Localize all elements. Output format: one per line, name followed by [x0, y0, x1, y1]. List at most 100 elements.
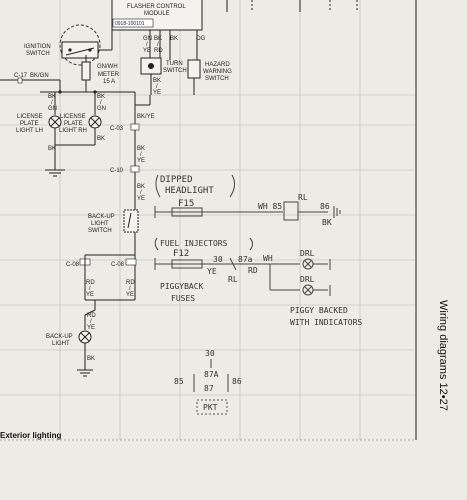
svg-text:TURN: TURN: [166, 61, 183, 67]
svg-text:LIGHT RH: LIGHT RH: [59, 128, 87, 134]
svg-text:HAZARD: HAZARD: [205, 62, 230, 68]
turn-switch: TURN SWITCH BK / YE: [140, 57, 187, 96]
svg-text:87a: 87a: [238, 255, 253, 264]
c17-connector: C-17 BK/GN: [0, 73, 135, 94]
backup-light: BACK-UP LIGHT BK: [46, 330, 95, 377]
svg-text:YE: YE: [207, 267, 217, 276]
svg-text:RD: RD: [87, 313, 96, 319]
svg-text:15 A: 15 A: [103, 79, 115, 85]
svg-text:FUEL INJECTORS: FUEL INJECTORS: [160, 239, 228, 248]
flasher-control-module: FLASHER CONTROL MODULE 0918-100101 GN / …: [111, 0, 206, 60]
svg-text:PIGGY BACKED: PIGGY BACKED: [290, 306, 348, 315]
svg-text:GN: GN: [48, 106, 57, 112]
svg-text:/: /: [140, 152, 142, 158]
svg-text:WH 85: WH 85: [258, 202, 282, 211]
svg-text:SWITCH: SWITCH: [205, 76, 229, 82]
svg-text:RL: RL: [298, 193, 308, 202]
svg-text:BK: BK: [170, 36, 178, 42]
svg-text:F12: F12: [173, 249, 189, 259]
svg-text:BK: BK: [154, 36, 162, 42]
svg-text:RD: RD: [86, 280, 95, 286]
svg-text:C-08: C-08: [111, 262, 125, 268]
svg-text:85: 85: [174, 377, 184, 386]
dipped-headlight-circuit: DIPPED HEADLIGHT F15 WH 85 RL 86 BK: [154, 174, 341, 227]
svg-text:SWITCH: SWITCH: [26, 51, 50, 57]
relay-pinout-sketch: 30 87A 87 85 86 PKT: [174, 349, 242, 415]
svg-text:RD: RD: [248, 266, 258, 275]
backup-light-switch: BACK-UP LIGHT SWITCH: [88, 209, 139, 234]
license-plate-light-rh: BK / GN LICENSE PLATE LIGHT RH BK: [55, 92, 106, 146]
meter-fuse: GN/WH METER 15 A: [81, 55, 120, 92]
svg-text:PIGGYBACK: PIGGYBACK: [160, 282, 204, 291]
svg-text:SWITCH: SWITCH: [88, 228, 112, 234]
svg-text:/: /: [90, 319, 92, 325]
license-plate-light-lh: BK / GN LICENSE PLATE LIGHT LH BK: [16, 92, 65, 177]
svg-text:YE: YE: [137, 196, 145, 202]
svg-text:DIPPED: DIPPED: [160, 175, 193, 185]
svg-text:BK: BK: [97, 94, 105, 100]
svg-text:WARNING: WARNING: [203, 69, 232, 75]
svg-text:BK/YE: BK/YE: [137, 114, 155, 120]
svg-text:87A: 87A: [204, 370, 219, 379]
main-bus: BK/YE C-03 BK / YE C-10 BK / YE: [110, 92, 155, 300]
svg-text:86: 86: [232, 377, 242, 386]
svg-text:BK: BK: [137, 184, 145, 190]
svg-text:PLATE: PLATE: [20, 121, 39, 127]
svg-text:LIGHT: LIGHT: [52, 341, 70, 347]
svg-text:BK: BK: [48, 94, 56, 100]
svg-text:DRL: DRL: [300, 275, 315, 284]
svg-text:BK: BK: [137, 146, 145, 152]
svg-text:/: /: [89, 286, 91, 292]
svg-text:SWITCH: SWITCH: [163, 68, 187, 74]
ignition-circle: [59, 24, 101, 66]
svg-text:LIGHT LH: LIGHT LH: [16, 128, 43, 134]
svg-text:YE: YE: [126, 292, 134, 298]
svg-text:GN: GN: [97, 106, 106, 112]
svg-text:/: /: [157, 42, 159, 48]
svg-text:BACK-UP: BACK-UP: [46, 334, 73, 340]
svg-text:86: 86: [320, 202, 330, 211]
svg-text:BK: BK: [48, 146, 56, 152]
svg-text:87: 87: [204, 384, 214, 393]
svg-text:OG: OG: [196, 36, 206, 42]
svg-text:C-17: C-17: [14, 73, 28, 79]
svg-text:YE: YE: [143, 48, 151, 54]
svg-text:GN/WH: GN/WH: [97, 64, 118, 70]
c08-connectors: C-08 C-08 RD / YE RD / YE RD / YE: [66, 254, 137, 331]
svg-text:/: /: [140, 190, 142, 196]
svg-text:WH: WH: [263, 254, 273, 263]
svg-text:0918-100101: 0918-100101: [115, 21, 145, 27]
svg-text:BK: BK: [322, 218, 332, 227]
svg-text:BK: BK: [87, 356, 95, 362]
svg-text:WITH INDICATORS: WITH INDICATORS: [290, 318, 362, 327]
svg-text:GN: GN: [143, 36, 152, 42]
svg-text:RD: RD: [154, 48, 163, 54]
svg-text:BK/GN: BK/GN: [30, 73, 49, 79]
svg-text:LICENSE: LICENSE: [17, 114, 43, 120]
svg-text:YE: YE: [137, 158, 145, 164]
svg-text:FUSES: FUSES: [171, 294, 195, 303]
svg-text:PLATE: PLATE: [64, 121, 83, 127]
svg-text:/: /: [51, 100, 53, 106]
svg-text:HEADLIGHT: HEADLIGHT: [165, 186, 214, 196]
svg-text:BK: BK: [97, 136, 105, 142]
svg-text:METER: METER: [98, 72, 120, 78]
svg-text:DRL: DRL: [300, 249, 315, 258]
svg-text:MODULE: MODULE: [144, 11, 170, 17]
svg-text:C-10: C-10: [110, 168, 124, 174]
sidebar-title: Wiring diagrams 12•27: [437, 300, 449, 411]
svg-text:/: /: [100, 100, 102, 106]
svg-text:IGNITION: IGNITION: [24, 44, 51, 50]
svg-text:LIGHT: LIGHT: [91, 221, 109, 227]
svg-text:PKT: PKT: [203, 403, 218, 412]
svg-text:YE: YE: [87, 325, 95, 331]
svg-text:C-03: C-03: [110, 126, 124, 132]
svg-text:BACK-UP: BACK-UP: [88, 214, 115, 220]
svg-text:LICENSE: LICENSE: [60, 114, 86, 120]
footer-title: Exterior lighting: [0, 431, 61, 440]
svg-text:BK: BK: [153, 78, 161, 84]
svg-text:C-08: C-08: [66, 262, 80, 268]
svg-text:30: 30: [205, 349, 215, 358]
